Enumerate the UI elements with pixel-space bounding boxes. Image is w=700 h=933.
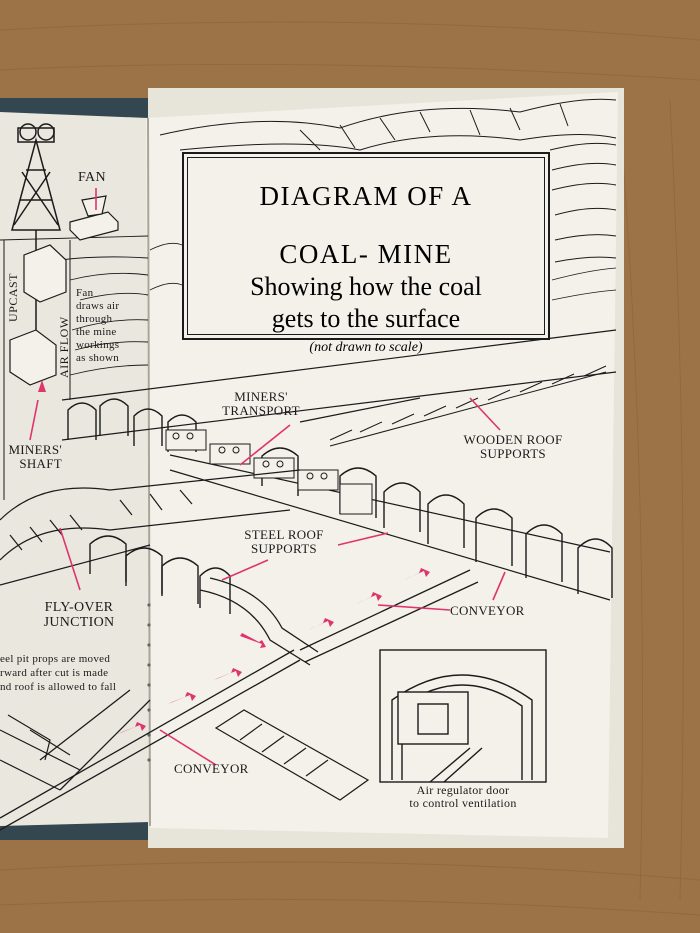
conveyor-label-right: CONVEYOR: [450, 603, 525, 618]
air-regulator-label: Air regulator door to control ventilatio…: [409, 783, 517, 811]
rock-strata: [149, 242, 617, 301]
fly-over-junction-label: FLY-OVER JUNCTION: [43, 600, 115, 631]
subtitle-line1: Showing how the coal: [250, 272, 482, 301]
subtitle-line2: gets to the surface: [271, 304, 461, 333]
pithead-frame: [11, 123, 61, 345]
surface-landscape: [159, 98, 617, 263]
left-strata: [0, 235, 149, 376]
fan-label: FAN: [78, 170, 106, 185]
miners-train: [165, 429, 373, 515]
upper-tunnel: [61, 329, 617, 601]
diagram-title-line1: DIAGRAM OF A: [259, 181, 473, 211]
binding-stitches: [147, 603, 151, 762]
fan-house: [69, 195, 119, 241]
label-pointers: [29, 188, 506, 766]
miners-shaft-label: MINERS' SHAFT: [8, 442, 62, 472]
diagram-title-line2: COAL- MINE: [279, 239, 453, 269]
wooden-roof-supports-label: WOODEN ROOF SUPPORTS: [463, 432, 563, 462]
airflow-arrows: [38, 380, 430, 734]
wooden-roof-supports-art: [329, 365, 607, 447]
table-wood: [0, 21, 700, 916]
fly-over: [0, 469, 301, 586]
upcast-label: UPCAST: [6, 272, 20, 322]
conveyor-belts: [0, 569, 479, 831]
cages: [9, 244, 67, 386]
title-box: DIAGRAM OF A COAL- MINE Showing how the …: [182, 152, 550, 355]
pit-props-note: eel pit props are moved rward after cut …: [0, 653, 117, 693]
fan-note: Fan draws air through the mine workings …: [76, 287, 120, 364]
lower-stall: [0, 709, 370, 801]
scale-note: (not drawn to scale): [309, 340, 423, 355]
left-shaft-lines: [3, 240, 71, 500]
steel-arches: [67, 398, 613, 614]
air-flow-label: AIR FLOW: [57, 316, 71, 378]
steel-roof-supports-label: STEEL ROOF SUPPORTS: [244, 527, 324, 557]
air-regulator-inset: [379, 649, 547, 783]
conveyor-label-bottom: CONVEYOR: [174, 761, 249, 776]
miners-transport-label: MINERS' TRANSPORT: [222, 389, 300, 419]
